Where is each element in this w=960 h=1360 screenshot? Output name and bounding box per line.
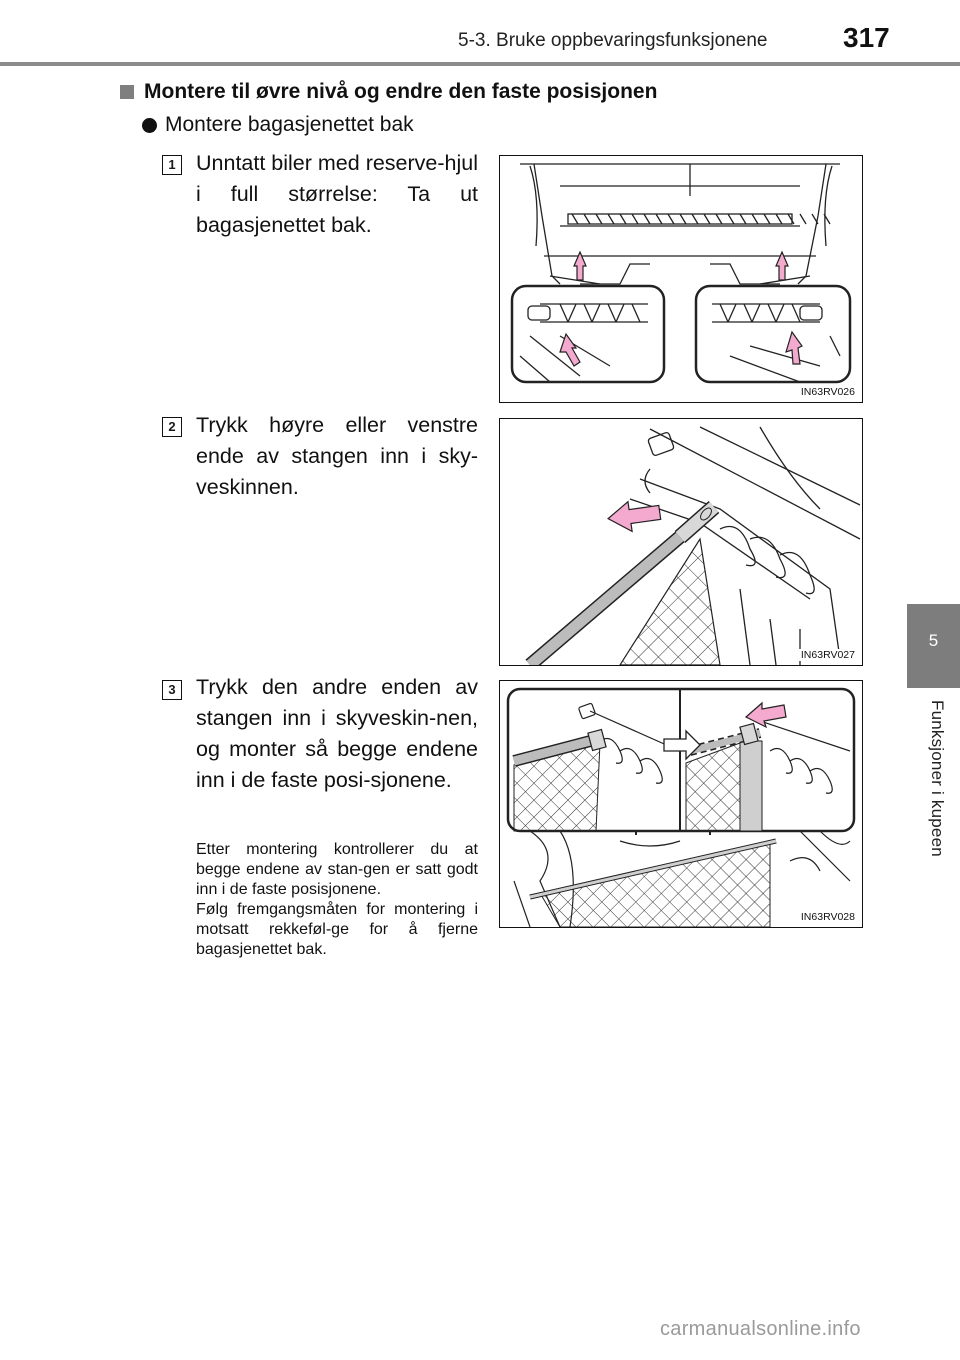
sub-heading: Montere bagasjenettet bak: [142, 113, 414, 137]
step-1-text: Unntatt biler med reserve-hjul i full st…: [196, 151, 479, 237]
figure-step-1: IN63RV026: [499, 155, 863, 403]
running-header-section-title: 5-3. Bruke oppbevaringsfunksjonene: [458, 30, 768, 51]
figure-id-label: IN63RV027: [798, 649, 857, 661]
step-number-badge: 2: [162, 417, 182, 437]
page-number: 317: [843, 22, 890, 53]
figure-step-2: IN63RV027: [499, 418, 863, 666]
square-bullet-icon: [120, 85, 134, 99]
step-3-note: Etter montering kontrollerer du at begge…: [196, 841, 478, 958]
step-3-text: Trykk den andre enden av stangen inn i s…: [196, 675, 478, 792]
round-bullet-icon: [142, 117, 157, 133]
luggage-net-removal-illustration: [510, 163, 852, 384]
figure-step-3: IN63RV028: [499, 680, 863, 928]
mounting-fixed-position-illustration: [506, 687, 856, 927]
step-2-text: Trykk høyre eller venstre ende av stange…: [196, 413, 478, 499]
sub-heading-text: Montere bagasjenettet bak: [165, 113, 414, 136]
section-heading-text: Montere til øvre nivå og endre den faste…: [144, 80, 658, 103]
section-heading: Montere til øvre nivå og endre den faste…: [120, 80, 657, 104]
step-number-badge: 1: [162, 155, 182, 175]
chapter-number: 5: [928, 631, 939, 650]
figure-id-label: IN63RV026: [798, 386, 857, 398]
header-divider: [0, 62, 960, 66]
step-number-badge: 3: [162, 680, 182, 700]
watermark-text: carmanualsonline.info: [660, 1318, 861, 1340]
chapter-tab[interactable]: 5: [907, 604, 960, 688]
bar-into-slide-rail-illustration: [525, 426, 861, 665]
figure-id-label: IN63RV028: [798, 911, 857, 923]
chapter-title: Funksjoner i kupeen: [928, 700, 947, 857]
